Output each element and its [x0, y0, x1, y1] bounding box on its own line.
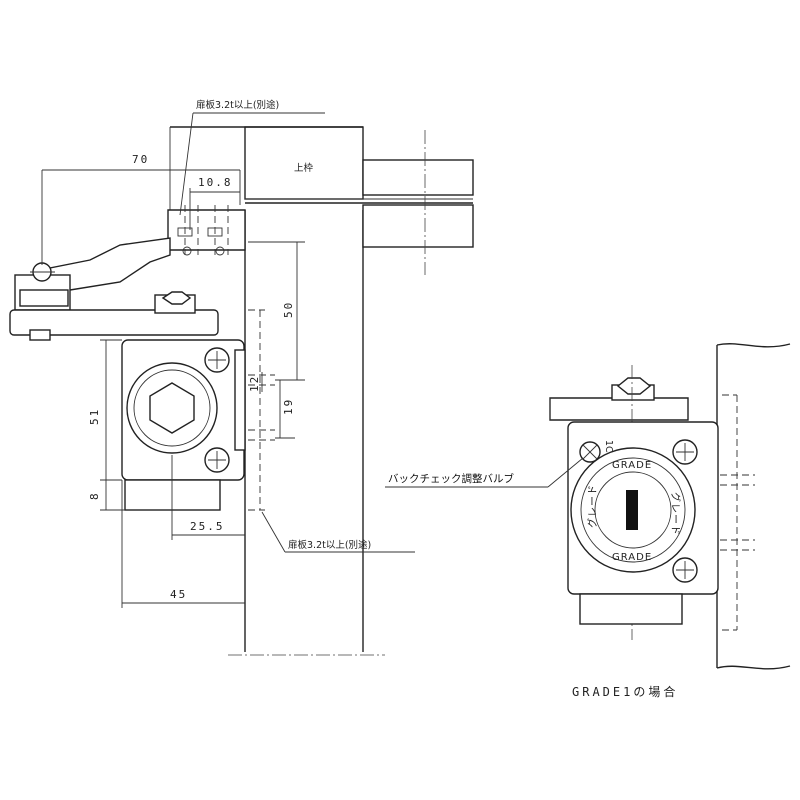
dial-text-bottom: GRADE	[612, 552, 652, 563]
dim-12: 12	[248, 375, 261, 392]
dial-text-left: グレード	[586, 484, 599, 528]
dim-25-5: 25.5	[190, 520, 225, 533]
dim-70: 70	[132, 153, 149, 166]
frame-label: 上枠	[294, 162, 314, 174]
caption: GRADE1の場合	[572, 684, 678, 699]
dimensions: 70 10.8 50 12 19 51 8	[41, 153, 305, 608]
left-view: 上枠	[9, 99, 474, 656]
frame-bracket	[167, 205, 246, 256]
dial-text-top: GRADE	[612, 460, 652, 471]
dim-10-8: 10.8	[198, 176, 233, 189]
door-leaf	[228, 210, 385, 656]
dial-text-right: グレード	[669, 492, 682, 536]
badge-1c: 1C	[603, 440, 614, 453]
door-edge	[716, 343, 791, 670]
right-arm	[549, 365, 689, 640]
closer-arm	[9, 237, 219, 341]
right-body: GRADE GRADE グレード グレード 1C	[567, 421, 719, 625]
dim-51: 51	[88, 408, 101, 425]
dim-45: 45	[170, 588, 187, 601]
top-frame-note: 扉板3.2t以上(別途)	[196, 99, 279, 111]
right-view: GRADE GRADE グレード グレード 1C バックチェック調整バルブ GR…	[385, 343, 791, 699]
valve-leader: バックチェック調整バルブ	[385, 457, 584, 488]
bottom-note: 扉板3.2t以上(別途)	[288, 539, 371, 551]
valve-label: バックチェック調整バルブ	[388, 472, 514, 485]
top-frame: 上枠	[169, 126, 474, 275]
dim-19: 19	[282, 398, 295, 415]
dim-8: 8	[88, 491, 101, 500]
closer-body	[121, 309, 275, 511]
left-notes: 扉板3.2t以上(別途) 扉板3.2t以上(別途)	[179, 99, 415, 553]
dim-50: 50	[282, 301, 295, 318]
